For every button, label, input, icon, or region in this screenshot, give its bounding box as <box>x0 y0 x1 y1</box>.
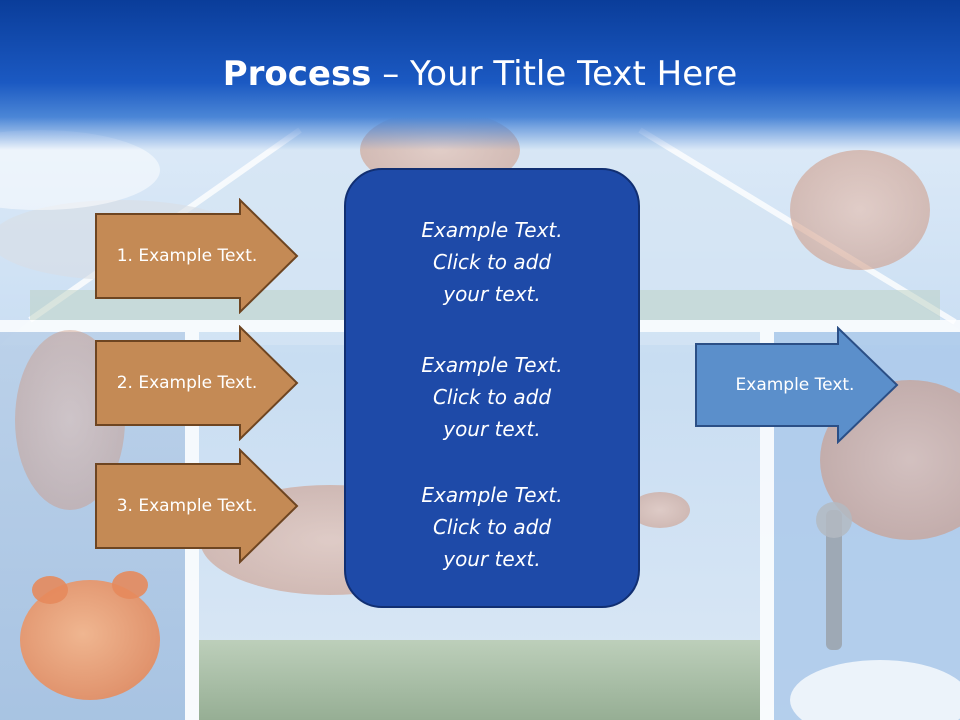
center-line: Click to add <box>432 250 552 274</box>
arrow-shape-icon <box>95 325 299 441</box>
slide-title[interactable]: Process – Your Title Text Here <box>0 52 960 96</box>
arrow-shape-icon <box>695 326 899 444</box>
right-arrow-label: Example Text. <box>735 375 855 395</box>
left-arrow-label: 1. Example Text. <box>116 246 258 266</box>
center-line: your text. <box>443 547 541 571</box>
title-banner <box>0 0 960 150</box>
center-text-item-2: Example Text. Click to add your text. <box>346 349 638 445</box>
center-line: Example Text. <box>421 218 563 242</box>
right-arrow[interactable]: Example Text. <box>694 326 900 444</box>
arrow-shape-icon <box>95 198 299 314</box>
arrow-shape-icon <box>95 448 299 564</box>
center-line: Click to add <box>432 385 552 409</box>
left-arrow-1[interactable]: 1. Example Text. <box>94 198 300 314</box>
left-arrow-label: 3. Example Text. <box>116 496 258 516</box>
center-text-item-1: Example Text. Click to add your text. <box>346 214 638 310</box>
center-line: your text. <box>443 417 541 441</box>
center-line: Example Text. <box>421 353 563 377</box>
left-arrow-3[interactable]: 3. Example Text. <box>94 448 300 564</box>
center-text-box[interactable]: Example Text. Click to add your text. Ex… <box>344 168 640 608</box>
center-text-item-3: Example Text. Click to add your text. <box>346 479 638 575</box>
center-line: Example Text. <box>421 483 563 507</box>
center-line: Click to add <box>432 515 552 539</box>
slide-title-rest: – Your Title Text Here <box>371 54 738 94</box>
left-arrow-2[interactable]: 2. Example Text. <box>94 325 300 441</box>
left-arrow-label: 2. Example Text. <box>116 373 258 393</box>
slide-title-bold: Process <box>222 54 372 94</box>
center-line: your text. <box>443 282 541 306</box>
